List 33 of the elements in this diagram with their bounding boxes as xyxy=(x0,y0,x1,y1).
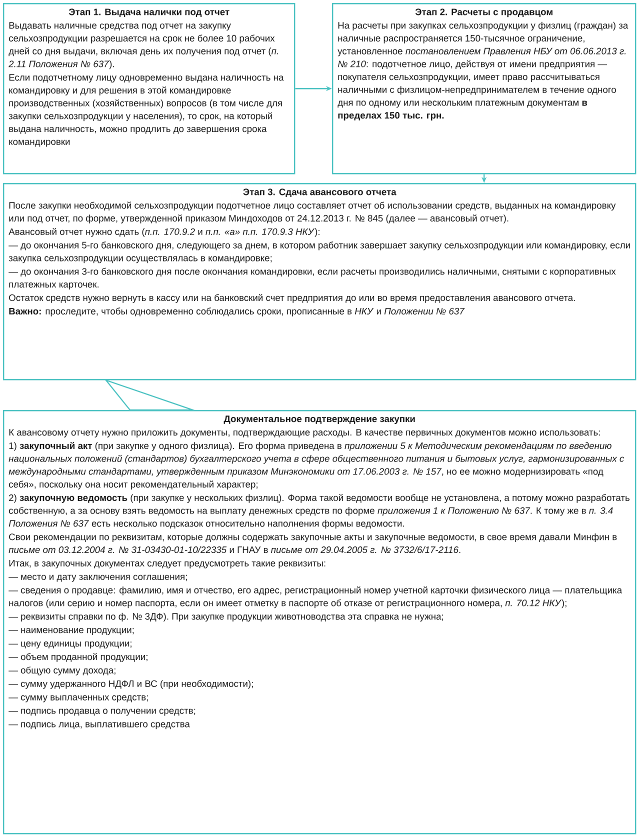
paragraph: — подпись лица, выплатившего средства xyxy=(8,722,190,730)
paragraph: 1) закупочный акт (при закупке у одного физлица). Его форма приведена в приложении 5 к Методическим рекомендациям по введению национальных положений (стандартов) бухгалтерского учета в сфере общественного питания и бытовых услуг, гармонизированных с международными стандартами, утвержденным приказом Минэкономики от 17.06.2003 г. № 157, но ее можно модернизировать «под себя», поскольку она носит рекомендательный характер; xyxy=(8,442,624,490)
paragraph: Выдавать наличные средства под отчет на закупку сельхозпродукции разрешается на срок не более 10 рабочих дней со дня выдачи, включая день их получения под отчет (п. 2.11 Положения № 637). xyxy=(8,22,278,70)
box-heading: Документальное подтверждение закупки xyxy=(224,416,415,424)
paragraph: Остаток средств нужно вернуть в кассу или на банковский счет предприятия до или во время предоставления авансового отчета. xyxy=(9,294,575,303)
paragraph: — объем проданной продукции; xyxy=(8,653,148,662)
box-heading: Этап 1. Выдача налички под отчет xyxy=(68,8,230,17)
paragraph: — сумму удержанного НДФЛ и ВС (при необходимости); xyxy=(8,680,253,689)
paragraph: 2) закупочную ведомость (при закупке у нескольких физлиц). Форма такой ведомости вообще не установлена, а потому можно разработать собственную, а за основу взять ведомость на выплату денежных средств по форме приложения 1 к Положению № 637. К тому же в п. 3.4 Положения № 637 есть несколько подсказок относительно наполнения формы ведомости. xyxy=(8,494,630,529)
paragraph: — цену единицы продукции; xyxy=(8,642,132,648)
text-box xyxy=(3,3,296,174)
paragraph: — подпись продавца о получении средств; xyxy=(8,708,196,716)
paragraph: На расчеты при закупках сельхозпродукции у физлиц (граждан) за наличные распространяется 150-тысячное ограничение, установленное постановлением Правления НБУ от 06.06.2013 г. № 210: подотчетное лицо, действуя от имени предприятия — покупателя сельхозпродукции, имеет право рассчитываться наличными с физлицом-непредпринимателем в течение одного дня по одному или нескольким платежным документам в пределах 150 тыс. грн. xyxy=(338,22,628,120)
paragraph: — реквизиты справки по ф. № 3ДФ). При закупке продукции животноводства эта справка не нужна; xyxy=(8,612,443,622)
box-heading: Этап 3. Сдача авансового отчета xyxy=(243,188,396,197)
paragraph: После закупки необходимой сельхозпродукции подотчетное лицо составляет отчет об использовании средств, выданных на командировку или под отчет, по форме, утвержденной приказом Миндоходов от 24.12.2013 г. № 845 (далее — авансовый отчет). xyxy=(9,202,616,224)
paragraph: Свои рекомендации по реквизитам, которые должны содержать закупочные акты и закупочные ведомости, в свое время давали Минфин в письме от 03.12.2004 г. № 31-03430-01-10/22335 и ГНАУ в письме от 29.04.2005 г. № 3732/6/17-2116. xyxy=(8,533,617,554)
paragraph: — общую сумму дохода; xyxy=(8,666,116,676)
text-box xyxy=(332,3,636,174)
paragraph: — сведения о продавце: фамилию, имя и отчество, его адрес, регистрационный номер учетной карточки физического лица — плательщика налогов (или серию и номер паспорта, если он имеет отметку в паспорте об отказе от регистрационного номера, п. 70.12 НКУ); xyxy=(8,586,622,608)
paragraph: К авансовому отчету нужно приложить документы, подтверждающие расходы. В качестве первичных документов можно использовать: xyxy=(9,429,600,438)
text-box xyxy=(3,410,636,834)
box-heading: Этап 2. Расчеты с продавцом xyxy=(415,8,552,18)
paragraph: — место и дату заключения соглашения; xyxy=(8,574,187,582)
paragraph: — до окончания 3-го банковского дня после окончания командировки, если расчеты производились наличными, снятыми с корпоративных платежных карточек. xyxy=(8,268,616,290)
paragraph: Итак, в закупочных документах следует предусмотреть такие реквизиты: xyxy=(9,560,326,568)
text-box xyxy=(3,183,636,380)
paragraph: — наименование продукции; xyxy=(8,628,134,636)
paragraph: Если подотчетному лицу одновременно выдана наличность на командировку и для решения в этой командировке производственных (хозяйственных) вопросов (в том числе для закупки сельхозпродукции у населения), то срок, на который выдана наличность, можно продлить до завершения срока командировки xyxy=(8,74,284,147)
paragraph: Важно: проследите, чтобы одновременно соблюдались сроки, прописанные в НКУ и Положении № 637 xyxy=(9,308,465,316)
paragraph: Авансовый отчет нужно сдать (п.п. 170.9.2 и п.п. «а» п.п. 170.9.3 НКУ): xyxy=(8,228,320,237)
paragraph: — сумму выплаченных средств; xyxy=(8,695,148,702)
paragraph: — до окончания 5-го банковского дня, следующего за днем, в котором работник завершает закупку сельхозпродукции или командировку, если закупка сельхозпродукции осуществлялась в командировке; xyxy=(8,242,630,264)
